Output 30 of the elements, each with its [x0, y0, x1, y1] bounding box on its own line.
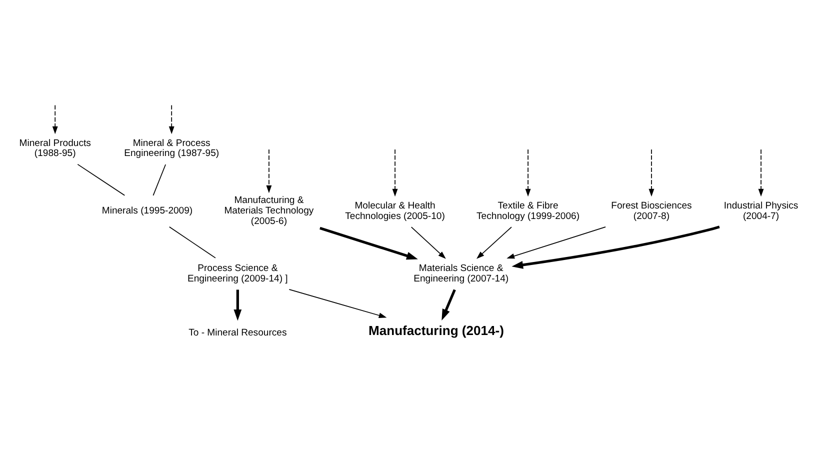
arrow [234, 290, 242, 321]
arrow [52, 104, 58, 134]
node-text: Mineral & Process Engineering (1987-95) [124, 138, 220, 160]
node-text: Forest Biosciences (2007-8) [611, 200, 692, 222]
arrow [476, 226, 512, 259]
connector [168, 226, 216, 258]
node-text: Mineral Products (1988-95) [19, 138, 91, 160]
arrow [648, 149, 654, 197]
arrow [525, 149, 531, 197]
arrow [512, 226, 720, 269]
node-text: Manufacturing (2014-) [368, 323, 504, 338]
arrow [266, 149, 272, 194]
arrow [168, 104, 174, 134]
node-text: To - Mineral Resources [188, 327, 287, 338]
arrow [320, 226, 418, 260]
arrow [442, 289, 456, 320]
arrow [506, 226, 606, 259]
node-text: Industrial Physics (2004-7) [724, 200, 798, 222]
arrow [288, 289, 387, 318]
node-text: Process Science & Engineering (2009-14) ] [188, 262, 288, 284]
arrow [758, 149, 764, 197]
arrow [392, 149, 398, 197]
node-text: Manufacturing & Materials Technology (2005-6) [224, 195, 314, 228]
node-text: Molecular & Health Technologies (2005-10) [345, 200, 445, 222]
connector [152, 164, 166, 196]
arrow [410, 226, 446, 259]
node-text: Textile & Fibre Technology (1999-2006) [476, 200, 580, 222]
node-text: Materials Science & Engineering (2007-14) [414, 262, 509, 284]
connector [77, 164, 126, 196]
node-text: Minerals (1995-2009) [102, 206, 193, 217]
